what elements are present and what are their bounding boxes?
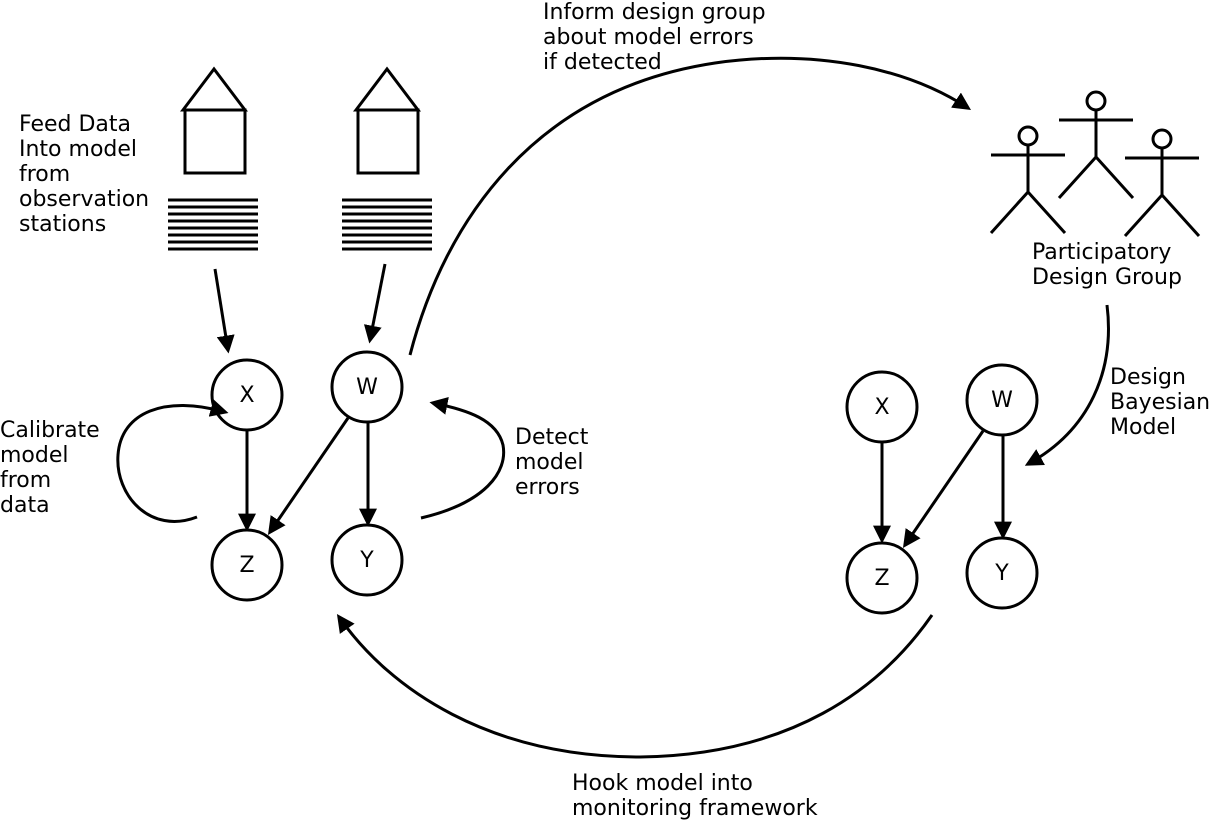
calibrate-label: Calibrate model from data (0, 418, 100, 518)
design-label: Design Bayesian Model (1110, 365, 1211, 440)
hook-arc-arrow (336, 614, 934, 759)
participatory-group-people (989, 90, 1201, 238)
feed-arrow-x (213, 268, 235, 354)
station-1-house (183, 108, 247, 175)
left-node-z-label: Z (239, 553, 254, 578)
right-node-y-label: Y (994, 561, 1009, 586)
hook-label: Hook model into monitoring framework (572, 771, 818, 821)
station-1-roof (179, 66, 249, 112)
left-edge-w-z (267, 417, 350, 535)
station-2-roof (352, 66, 422, 112)
inform-label: Inform design group about model errors i… (543, 0, 766, 75)
observation-station-2 (342, 66, 432, 251)
left-node-x-label: X (239, 383, 254, 408)
participatory-label: Participatory Design Group (1032, 240, 1182, 290)
right-node-x-label: X (874, 395, 889, 420)
station-2-house (356, 108, 420, 175)
station-1-data-lines (168, 198, 258, 251)
inform-arc-arrow (408, 56, 972, 356)
feed-arrow-w (363, 263, 387, 344)
detect-label: Detect model errors (515, 425, 589, 500)
left-node-y-label: Y (359, 548, 374, 573)
observation-station-1 (168, 66, 258, 251)
right-edge-w-z (902, 430, 985, 548)
person-icon (1057, 90, 1135, 200)
design-arrow (1024, 304, 1110, 466)
left-bayesian-model: X W Z Y (210, 350, 404, 602)
right-node-z-label: Z (874, 566, 889, 591)
left-node-w-label: W (356, 375, 378, 400)
person-icon (989, 125, 1067, 235)
right-node-w-label: W (991, 388, 1013, 413)
station-2-data-lines (342, 198, 432, 251)
detect-loop-arrow (420, 397, 506, 520)
feed-data-label: Feed Data Into model from observation st… (19, 112, 150, 237)
right-bayesian-model: X W Z Y (845, 363, 1039, 615)
calibrate-loop-arrow (116, 399, 229, 523)
person-icon (1123, 128, 1201, 238)
